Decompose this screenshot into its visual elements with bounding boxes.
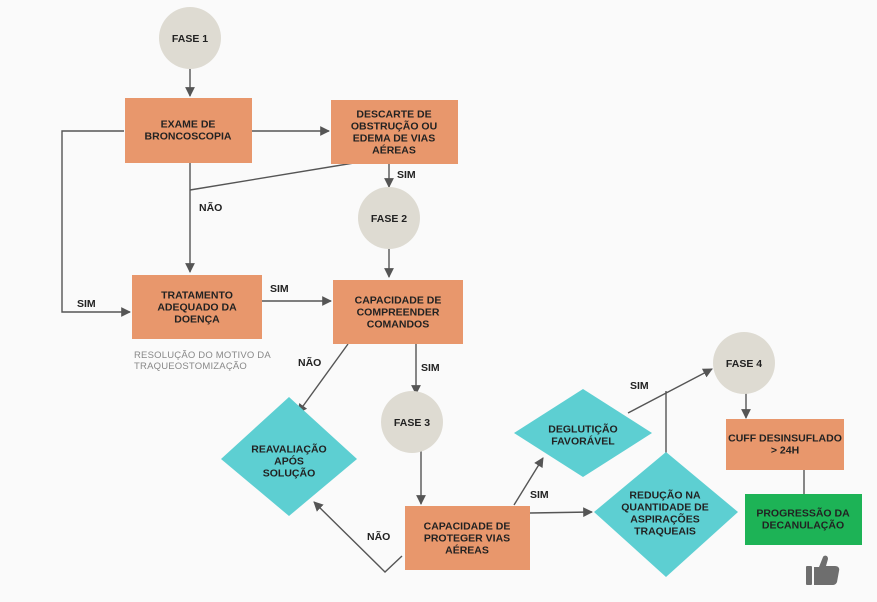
text-line: REAVALIAÇÃO [251,443,326,456]
text-line: FAVORÁVEL [551,435,615,448]
text-line: OBSTRUÇÃO OU [351,120,437,133]
text-line: > 24H [771,445,799,457]
phase-circle [713,332,775,394]
text-line: DOENÇA [174,314,220,326]
box-shape [331,100,458,164]
phase-circle [159,7,221,69]
text-line: ADEQUADO DA [157,302,237,314]
phase-label: FASE 1 [172,33,208,45]
box-shape [333,280,463,344]
text-line: DEGLUTIÇÃO [548,423,617,436]
text-line: TRAQUEOSTOMIZAÇÃO [134,361,247,372]
diamond-shape [594,452,738,577]
box-shape [125,98,252,163]
phase-fase4: FASE 4 [713,332,775,394]
edge-label-sim-left: SIM [77,298,96,310]
box-label: CUFF DESINSUFLADO> 24H [728,433,842,457]
edge-label-sim-descarte: SIM [397,169,416,181]
edge-label-sim-comandos: SIM [421,362,440,374]
phase-circle [381,391,443,453]
phase-fase2: FASE 2 [358,187,420,249]
edge-proteger-degluticao [513,457,544,506]
box-shape [405,506,530,570]
text-line: CAPACIDADE DE [424,521,511,533]
diamond-shape [221,397,357,516]
edge-label-nao-broncoscopia: NÃO [199,201,222,214]
text-line: DECANULAÇÃO [762,519,844,532]
edge-degluticao-fase4 [627,368,713,414]
edge-proteger-reducao [529,507,593,518]
edge-descarte-return [189,159,373,191]
box-shape [132,275,262,339]
edge-broncoscopia-tratamento-sim [61,130,131,317]
text-line: COMPREENDER [357,307,440,319]
edge-label-sim-tratamento: SIM [270,283,289,295]
text-line: AÉREAS [445,544,489,557]
text-line: QUANTIDADE DE [621,502,709,514]
edge-label-nao-comandos: NÃO [298,356,321,369]
diamond-shape [514,389,652,477]
edge-proteger-reavaliacao [313,501,403,573]
box-shape [745,494,862,545]
phase-fase1: FASE 1 [159,7,221,69]
edge-label-nao-proteger: NÃO [367,530,390,543]
phase-label: FASE 2 [371,213,407,225]
edge-comandos-reavaliacao [297,343,349,414]
text-line: BRONCOSCOPIA [145,131,232,143]
text-line: TRATAMENTO [161,290,233,302]
phase-label: FASE 4 [726,358,762,370]
text-line: DESCARTE DE [356,109,431,121]
edge-label-sim-proteger: SIM [530,489,549,501]
connectors [61,68,805,573]
edge-label-sim-fase4: SIM [630,380,649,392]
text-line: AÉREAS [372,144,416,157]
box-shape [726,419,844,470]
text-line: EXAME DE [161,119,216,131]
text-line: CUFF DESINSUFLADO [728,433,842,445]
text-line: ASPIRAÇÕES [630,513,699,526]
text-line: RESOLUÇÃO DO MOTIVO DA [134,350,271,361]
text-line: TRAQUEAIS [634,526,696,538]
phase-fase3: FASE 3 [381,391,443,453]
text-line: APÓS [274,455,304,468]
text-line: COMANDOS [367,319,429,331]
phase-label: FASE 3 [394,417,430,429]
text-line: CAPACIDADE DE [355,295,442,307]
text-line: EDEMA DE VIAS [353,133,435,145]
text-line: PROGRESSÃO DA [756,507,850,520]
text-line: SOLUÇÃO [263,467,316,480]
box-cuff-desinsuflado: CUFF DESINSUFLADO> 24H [726,419,844,470]
text-line: REDUÇÃO NA [629,489,701,502]
thumbs-up-icon [806,555,840,585]
text-line: PROTEGER VIAS [424,533,510,545]
phase-circle [358,187,420,249]
